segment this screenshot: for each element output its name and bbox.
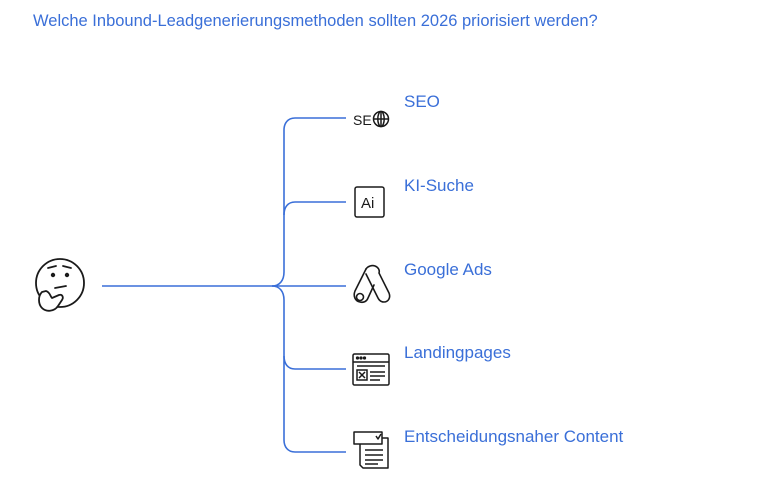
- brace-lower: [271, 285, 346, 453]
- diagram-title: Welche Inbound-Leadgenerierungsmethoden …: [33, 12, 598, 30]
- thinking-face-icon: [35, 258, 85, 312]
- branch-connector-ki-suche: [283, 201, 346, 216]
- brace-upper: [271, 117, 346, 287]
- branch-label-landingpages: Landingpages: [404, 343, 511, 362]
- ai-box-icon: Ai: [354, 186, 385, 218]
- branch-label-seo: SEO: [404, 92, 440, 111]
- google-ads-icon: [353, 264, 391, 304]
- branch-connector-landingpages: [283, 355, 346, 370]
- seo-icon-text: SE: [353, 112, 372, 128]
- browser-window-icon: [352, 353, 390, 386]
- seo-globe-icon: SE: [353, 110, 390, 128]
- branch-label-ki-suche: KI-Suche: [404, 176, 474, 195]
- branch-label-entscheidungsnaher-content: Entscheidungsnaher Content: [404, 427, 624, 446]
- ai-icon-text: Ai: [361, 195, 374, 212]
- document-icon: [353, 431, 389, 469]
- branch-label-google-ads: Google Ads: [404, 260, 492, 279]
